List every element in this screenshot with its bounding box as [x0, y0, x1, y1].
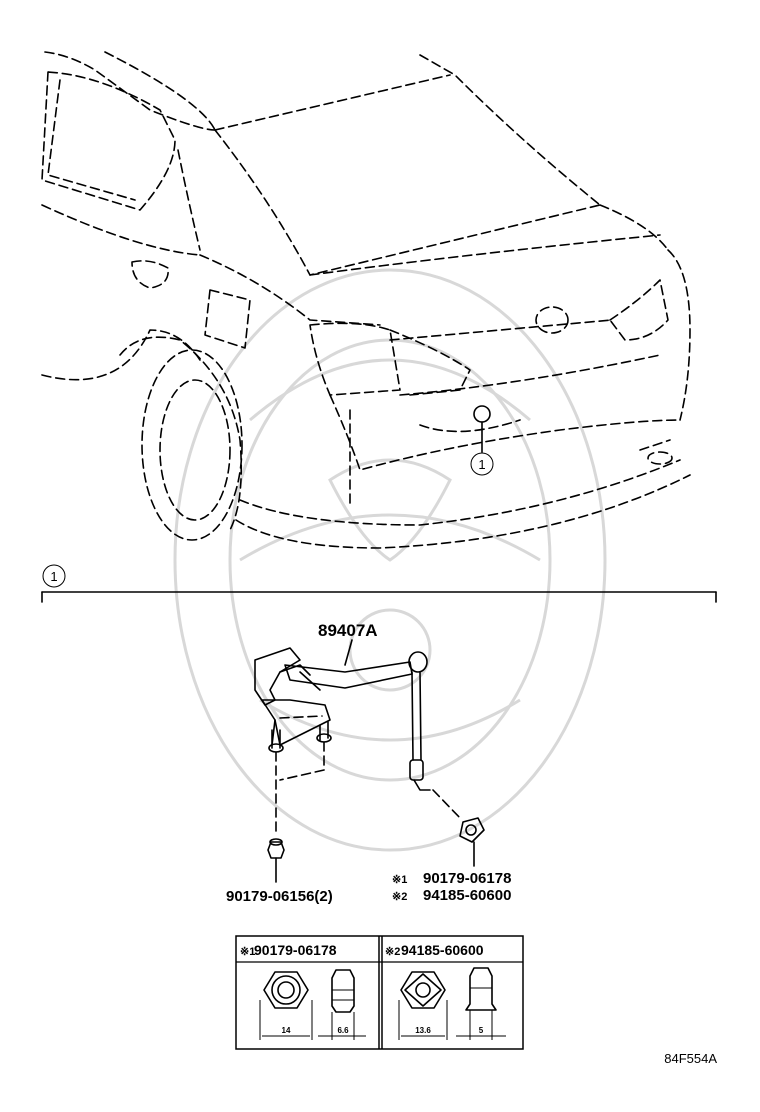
nut-1-side-view	[318, 969, 366, 1040]
section-callout-number: 1	[50, 569, 57, 584]
nut-1-width-label: 14	[282, 1026, 291, 1035]
nut-2-width-label: 13.6	[415, 1026, 431, 1035]
table-col1-mark: ※1	[240, 946, 255, 958]
bolt-part-number: 90179-06156(2)	[226, 888, 333, 905]
table-col2-mark: ※2	[385, 946, 400, 958]
sensor-part-number: 89407A	[318, 621, 378, 640]
nut-spec-table	[235, 935, 524, 1050]
watermark-emblem	[173, 268, 607, 852]
table-col1-header: 90179-06178	[254, 942, 337, 958]
nut-1-part-number: 90179-06178	[423, 870, 511, 887]
figure-code: 84F554A	[664, 1051, 717, 1066]
nut-1-front-view	[259, 971, 313, 1040]
nut-2-side-view	[456, 967, 506, 1040]
nut-2-thickness-label: 5	[479, 1026, 484, 1035]
nut-1-thickness-label: 6.6	[337, 1026, 349, 1035]
nut-2-front-view	[398, 971, 448, 1040]
section-header	[41, 564, 717, 603]
table-col2-header: 94185-60600	[401, 942, 484, 958]
car-callout-number: 1	[478, 457, 485, 472]
nut-2-part-number: 94185-60600	[423, 887, 511, 904]
nut-1-mark: ※1	[392, 874, 407, 886]
height-sensor-drawing	[254, 639, 485, 883]
car-outline	[41, 51, 691, 549]
nut-2-mark: ※2	[392, 891, 407, 903]
